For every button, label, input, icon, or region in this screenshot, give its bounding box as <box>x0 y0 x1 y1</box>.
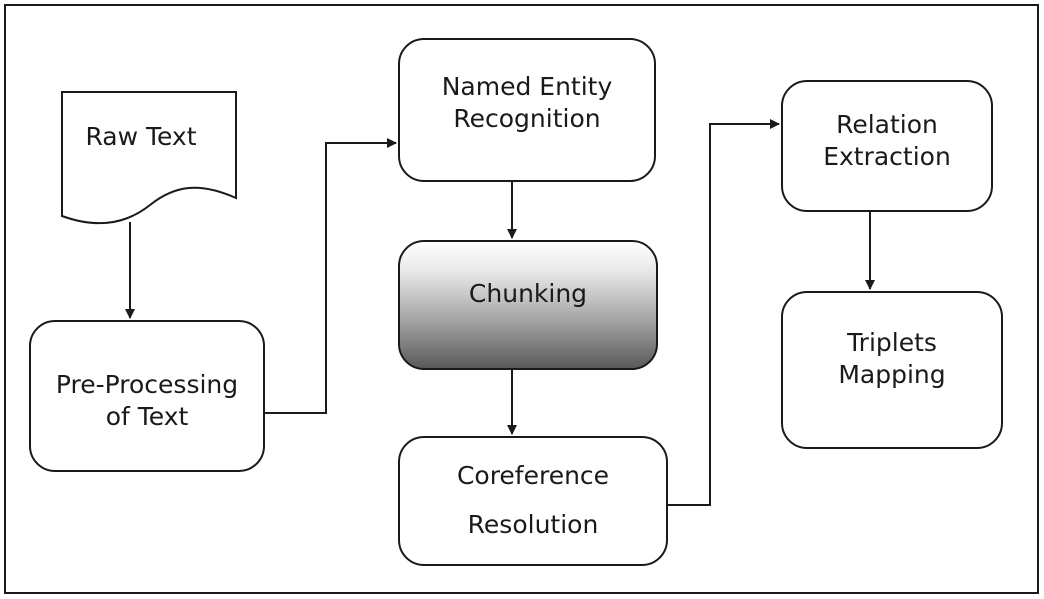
relation-extraction-node: Relation Extraction <box>781 80 993 212</box>
relation-label-line1: Relation <box>836 109 938 139</box>
pre-processing-label-line1: Pre-Processing <box>55 369 239 399</box>
chunking-label: Chunking <box>468 278 588 308</box>
coreference-resolution-node: Coreference Resolution <box>398 436 668 566</box>
triplets-label-line1: Triplets <box>847 327 937 357</box>
raw-text-label: Raw Text <box>85 122 197 151</box>
coreference-label-line2: Resolution <box>467 510 599 539</box>
relation-label-line2: Extraction <box>823 142 951 171</box>
triplets-label-line2: Mapping <box>838 360 946 389</box>
ner-label-line2: Recognition <box>453 104 601 133</box>
pre-processing-node: Pre-Processing of Text <box>29 320 265 472</box>
ner-label-line1: Named Entity <box>441 71 613 101</box>
chunking-node: Chunking <box>398 240 658 370</box>
coreference-label-line1: Coreference <box>456 461 610 491</box>
named-entity-recognition-node: Named Entity Recognition <box>398 38 656 182</box>
pre-processing-label-line2: of Text <box>105 402 189 431</box>
triplets-mapping-node: Triplets Mapping <box>781 291 1003 449</box>
